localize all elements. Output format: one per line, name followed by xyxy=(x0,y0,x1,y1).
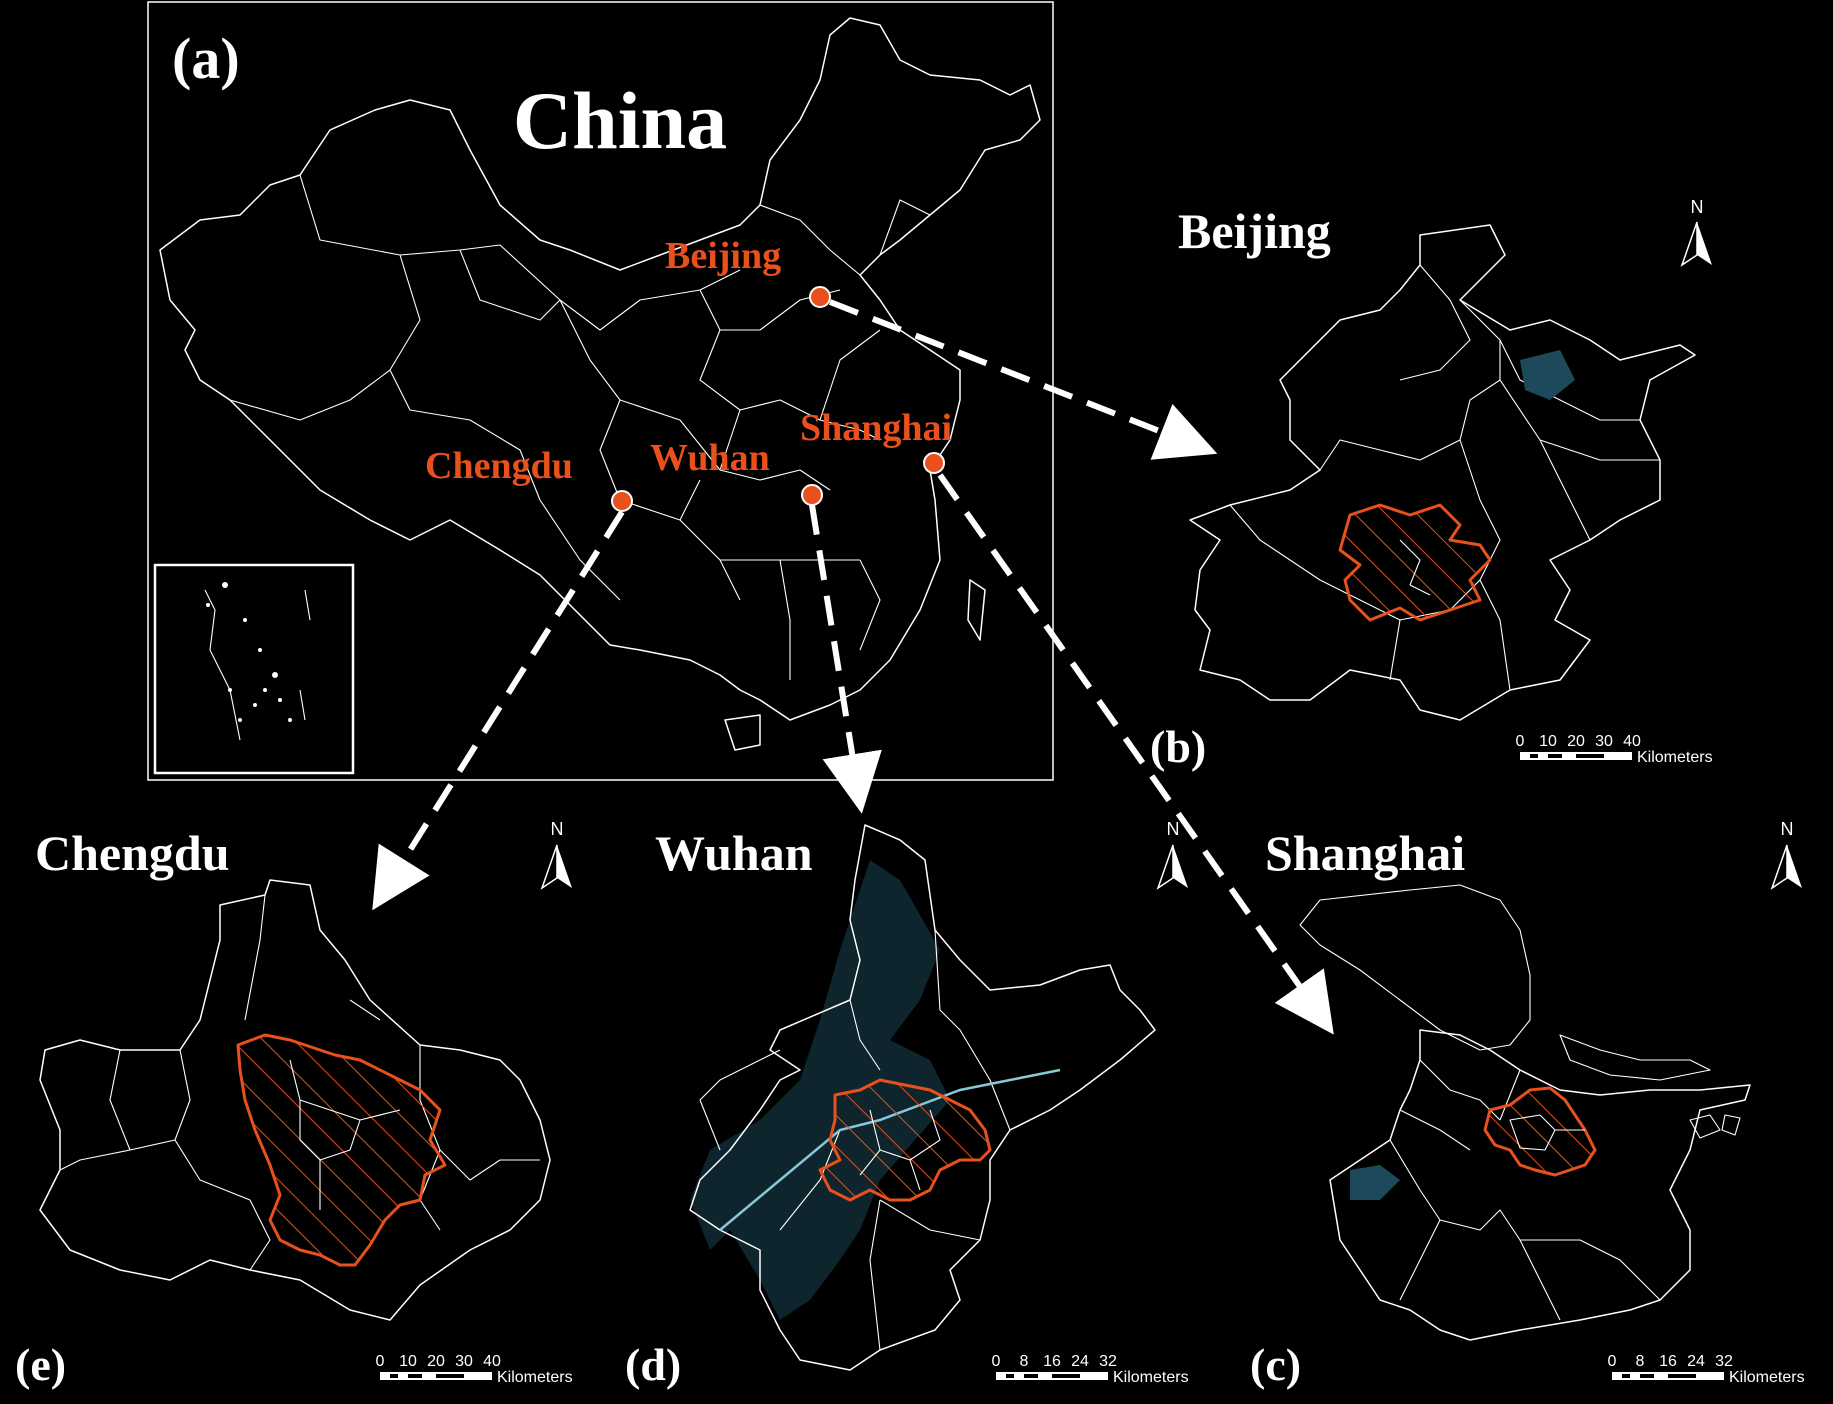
china-province-lines xyxy=(229,174,931,680)
beijing-districts xyxy=(1229,264,1660,691)
svg-text:32: 32 xyxy=(1715,1353,1733,1370)
chengdu-core-area xyxy=(236,1033,447,1267)
panel-b-label: (b) xyxy=(1150,721,1206,772)
svg-text:8: 8 xyxy=(1636,1353,1645,1370)
shanghai-marker xyxy=(923,452,945,474)
svg-text:30: 30 xyxy=(1595,733,1613,750)
panel-c-title: Shanghai xyxy=(1265,825,1465,881)
svg-text:0: 0 xyxy=(1516,733,1525,750)
svg-text:16: 16 xyxy=(1043,1353,1061,1370)
wuhan-districts xyxy=(699,929,1011,1351)
panel-c-north-arrow: N xyxy=(1770,819,1802,890)
inset-islands xyxy=(206,582,292,722)
svg-text:0: 0 xyxy=(992,1353,1001,1370)
changxing-island xyxy=(1559,1034,1711,1081)
beijing-core-area xyxy=(1338,503,1492,622)
svg-text:N: N xyxy=(1781,819,1794,839)
panel-a-title: China xyxy=(513,75,727,166)
panel-a-china: (a) China Beijing Shanghai Wuhan Chengdu xyxy=(147,1,1054,781)
svg-text:N: N xyxy=(1691,197,1704,217)
svg-text:Kilometers: Kilometers xyxy=(1113,1369,1189,1386)
panel-c-shanghai: Shanghai (c) N 0 8 16 24 32 Kilometers xyxy=(1250,819,1805,1390)
arrow-to-shanghai xyxy=(937,473,1334,1035)
svg-text:N: N xyxy=(1167,819,1180,839)
svg-text:20: 20 xyxy=(427,1353,445,1370)
wuhan-terrain-shading xyxy=(690,860,950,1320)
chengdu-core-districts xyxy=(289,1059,401,1210)
svg-text:8: 8 xyxy=(1020,1353,1029,1370)
chengdu-marker xyxy=(611,490,633,512)
panel-d-north-arrow: N xyxy=(1156,819,1188,890)
hainan-outline xyxy=(724,714,761,751)
connector-arrows xyxy=(372,299,1334,1035)
shanghai-city-label: Shanghai xyxy=(800,407,952,449)
wuhan-core-districts xyxy=(859,1109,941,1191)
beijing-marker xyxy=(809,286,831,308)
arrow-to-chengdu xyxy=(372,510,625,911)
svg-text:0: 0 xyxy=(376,1353,385,1370)
svg-text:32: 32 xyxy=(1099,1353,1117,1370)
chengdu-outline xyxy=(39,879,551,1321)
panel-e-label: (e) xyxy=(15,1339,66,1390)
shanghai-core-area xyxy=(1483,1086,1597,1177)
panel-d-title: Wuhan xyxy=(655,825,813,881)
panel-b-scale-bar: 0 10 20 30 40 Kilometers xyxy=(1516,733,1713,766)
south-china-sea-inset xyxy=(153,563,355,775)
shanghai-core-districts xyxy=(1509,1114,1585,1151)
panel-d-wuhan: Wuhan (d) N 0 8 16 24 32 Kilometers xyxy=(625,819,1189,1390)
panel-e-title: Chengdu xyxy=(35,825,230,881)
svg-text:10: 10 xyxy=(1539,733,1557,750)
svg-text:24: 24 xyxy=(1071,1353,1089,1370)
wuhan-core-area xyxy=(818,1078,992,1202)
svg-text:40: 40 xyxy=(483,1353,501,1370)
arrow-to-beijing xyxy=(828,299,1218,460)
panel-b-title: Beijing xyxy=(1178,203,1331,259)
svg-text:Kilometers: Kilometers xyxy=(497,1369,573,1386)
beijing-reservoir xyxy=(1520,350,1575,400)
panel-c-scale-bar: 0 8 16 24 32 Kilometers xyxy=(1608,1353,1805,1386)
beijing-core-districts xyxy=(1399,539,1431,596)
svg-text:40: 40 xyxy=(1623,733,1641,750)
small-islands xyxy=(1689,1114,1741,1139)
shanghai-districts xyxy=(1389,1059,1661,1321)
svg-text:24: 24 xyxy=(1687,1353,1705,1370)
dianshan-lake xyxy=(1350,1165,1400,1200)
wuhan-city-label: Wuhan xyxy=(650,437,770,479)
svg-text:N: N xyxy=(551,819,564,839)
svg-text:10: 10 xyxy=(399,1353,417,1370)
panel-b-beijing: Beijing (b) N 0 10 20 30 40 Kilometers xyxy=(1150,197,1713,772)
svg-text:20: 20 xyxy=(1567,733,1585,750)
shanghai-outline xyxy=(1329,1029,1751,1341)
panel-e-chengdu: Chengdu (e) N 0 10 20 30 40 Kilometers xyxy=(15,819,573,1390)
chongming-island xyxy=(1299,884,1531,1051)
svg-text:Kilometers: Kilometers xyxy=(1637,749,1713,766)
svg-text:0: 0 xyxy=(1608,1353,1617,1370)
panel-d-label: (d) xyxy=(625,1339,681,1390)
wuhan-marker xyxy=(801,484,823,506)
wuhan-outline xyxy=(689,824,1156,1371)
panel-e-scale-bar: 0 10 20 30 40 Kilometers xyxy=(376,1353,573,1386)
arrow-to-wuhan xyxy=(809,504,882,814)
panel-c-label: (c) xyxy=(1250,1339,1301,1390)
svg-text:16: 16 xyxy=(1659,1353,1677,1370)
panel-b-north-arrow: N xyxy=(1680,197,1712,267)
panel-d-scale-bar: 0 8 16 24 32 Kilometers xyxy=(992,1353,1189,1386)
svg-text:30: 30 xyxy=(455,1353,473,1370)
svg-text:Kilometers: Kilometers xyxy=(1729,1369,1805,1386)
chengdu-city-label: Chengdu xyxy=(425,445,573,487)
panel-e-north-arrow: N xyxy=(540,819,572,890)
beijing-outline xyxy=(1189,224,1696,721)
taiwan-outline xyxy=(967,579,986,641)
beijing-city-label: Beijing xyxy=(665,235,781,277)
panel-a-label: (a) xyxy=(172,26,240,91)
inset-dashed-border xyxy=(204,589,311,741)
